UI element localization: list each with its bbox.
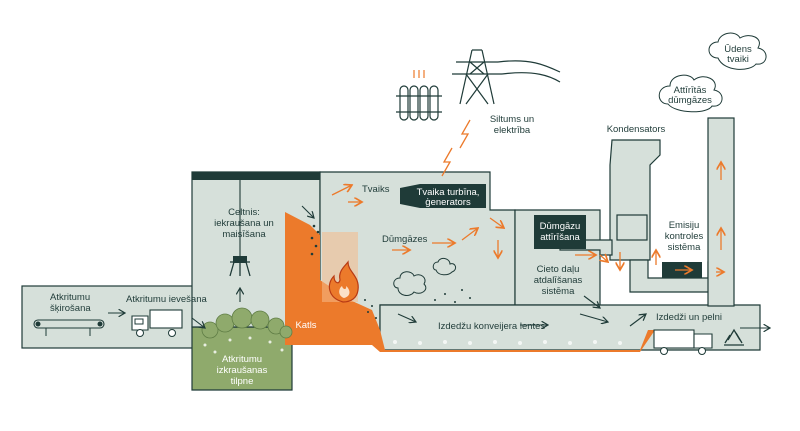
label-vapour-1: Ūdens xyxy=(724,44,752,55)
slag-pile xyxy=(393,340,622,345)
label-turbine-1: Tvaika turbīna, xyxy=(417,187,480,198)
chimney-stack xyxy=(707,117,735,307)
flue-cleaning-box xyxy=(534,215,586,249)
crane-claw-icon xyxy=(229,180,251,277)
label-bunker-1: Atkritumu xyxy=(222,354,262,365)
label-slag-ash: Izdedži un pelni xyxy=(656,312,722,323)
label-boiler: Katls xyxy=(295,320,316,331)
smoke-cloud-icon xyxy=(393,257,457,296)
label-heat-power-2: elektrība xyxy=(494,125,531,136)
label-feeding: Atkritumu ievešana xyxy=(126,294,208,305)
label-sorting-1: Atkritumu xyxy=(50,292,90,303)
power-pylon-icon xyxy=(452,49,561,105)
label-solids-1: Cieto daļu xyxy=(537,264,580,275)
boiler-furnace xyxy=(285,212,655,352)
waste-pile xyxy=(201,307,293,339)
label-sorting-2: šķirošana xyxy=(50,303,91,314)
crane-rail xyxy=(192,172,320,180)
label-flue-gas: Dūmgāzes xyxy=(382,234,428,245)
label-emission-3: sistēma xyxy=(668,242,701,253)
turbine-box xyxy=(400,184,486,208)
recycle-icon xyxy=(724,328,744,346)
lightning-icon xyxy=(441,119,471,177)
label-bunker-3: tilpne xyxy=(231,376,254,387)
label-flue-cleaning-1: Dūmgāzu xyxy=(540,221,581,232)
label-slag-conveyor: Izdedžu konveijera lentes xyxy=(438,321,545,332)
label-turbine-2: ģenerators xyxy=(425,197,471,208)
label-crane-3: maisīšana xyxy=(222,229,266,240)
label-condenser: Kondensators xyxy=(607,124,666,135)
label-steam: Tvaiks xyxy=(362,184,390,195)
label-bunker-2: izkraušanas xyxy=(217,365,268,376)
label-crane-2: iekraušana un xyxy=(214,218,274,229)
label-vapour-2: tvaiki xyxy=(727,54,749,65)
radiator-icon xyxy=(396,70,442,121)
label-solids-3: sistēma xyxy=(542,286,575,297)
label-heat-power-1: Siltums un xyxy=(490,114,534,125)
label-clean-flue-1: Attīrītās xyxy=(674,85,707,96)
label-emission-1: Emisiju xyxy=(669,220,700,231)
label-flue-cleaning-2: attīrīšana xyxy=(540,232,580,243)
label-solids-2: atdalīšanas xyxy=(534,275,583,286)
slag-truck-icon xyxy=(653,329,713,355)
truck-icon xyxy=(131,309,183,337)
label-emission-2: kontroles xyxy=(665,231,704,242)
fire-icon xyxy=(328,260,359,303)
conveyor-icon xyxy=(33,319,105,336)
cloud-icon xyxy=(658,32,767,113)
condenser-unit xyxy=(609,139,661,261)
label-crane-1: Celtnis: xyxy=(228,207,260,218)
label-clean-flue-2: dūmgāzes xyxy=(668,95,712,106)
